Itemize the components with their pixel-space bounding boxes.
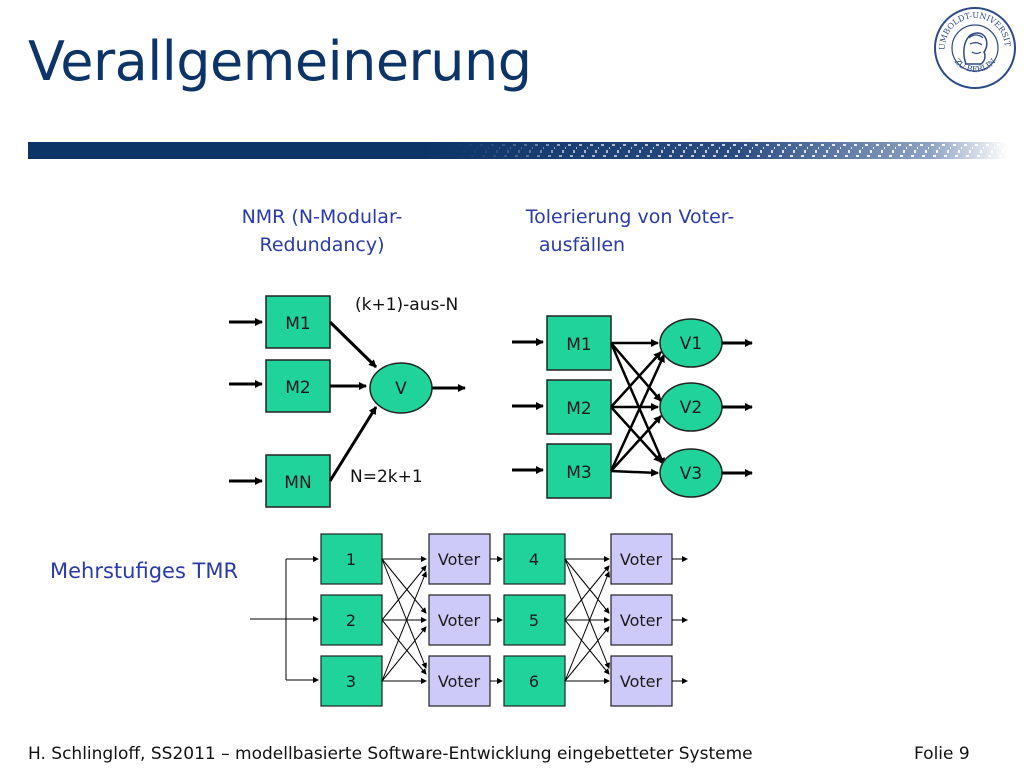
nmr-n-label: N=2k+1	[350, 467, 423, 487]
nmr-module-mn: MN	[265, 454, 331, 508]
tolerance-voter-v2: V2	[659, 382, 723, 432]
tmr-module-2-label: 2	[346, 611, 356, 630]
tmr-caption: Mehrstufiges TMR	[50, 559, 238, 583]
tmr-module-4-label: 4	[529, 550, 539, 569]
nmr-module-m1-label: M1	[285, 314, 310, 334]
tmr-voter-4: Voter	[610, 533, 673, 585]
tolerance-module-m2-label: M2	[566, 399, 591, 419]
nmr-module-m2-label: M2	[285, 378, 310, 398]
nmr-k-label: (k+1)-aus-N	[355, 295, 458, 315]
page-number: Folie 9	[914, 744, 970, 764]
tmr-voter-6: Voter	[610, 655, 673, 707]
tmr-voter-4-label: Voter	[620, 550, 663, 569]
nmr-module-mn-label: MN	[284, 473, 311, 493]
tmr-voter-5: Voter	[610, 594, 673, 646]
nmr-voter: V	[369, 362, 433, 414]
tmr-input-fanout	[250, 556, 319, 683]
tolerance-module-m3: M3	[546, 443, 612, 499]
tmr-voter-2-label: Voter	[438, 611, 481, 630]
tmr-module-5: 5	[503, 594, 566, 646]
tolerance-voter-v2-label: V2	[680, 398, 702, 418]
tmr-voter-5-label: Voter	[620, 611, 663, 630]
tolerance-input-arrows	[512, 338, 544, 474]
tmr-voter-6-label: Voter	[620, 672, 663, 691]
nmr-diagram: NMR (N-Modular- Redundancy) M1 M2 MN	[229, 206, 466, 508]
tmr-stage2-cross	[564, 556, 610, 684]
tmr-stage1-cross	[381, 556, 427, 684]
multistage-tmr-diagram: Mehrstufiges TMR 1 2 3	[50, 533, 688, 707]
nmr-voter-arrows	[328, 320, 466, 482]
tmr-module-1-label: 1	[346, 550, 356, 569]
tolerance-module-m1-label: M1	[566, 335, 591, 355]
tmr-voter-1: Voter	[428, 533, 491, 585]
nmr-module-m2: M2	[265, 359, 331, 413]
tmr-module-6: 6	[503, 655, 566, 707]
tolerance-voter-v3-label: V3	[680, 464, 702, 484]
tmr-voter-3: Voter	[428, 655, 491, 707]
tmr-voter-3-label: Voter	[438, 672, 481, 691]
tolerance-voter-v3: V3	[659, 448, 723, 498]
tmr-module-1: 1	[320, 533, 383, 585]
nmr-caption-line2: Redundancy)	[259, 234, 384, 256]
tolerance-voter-v1: V1	[659, 318, 723, 368]
tolerance-module-m2: M2	[546, 379, 612, 435]
nmr-voter-label: V	[395, 379, 407, 399]
nmr-input-arrows	[229, 318, 263, 485]
university-seal-logo: HUMBOLDT-UNIVERSITÄT ZU BERLIN	[933, 6, 1016, 89]
tmr-voter-2: Voter	[428, 594, 491, 646]
nmr-caption-line1: NMR (N-Modular-	[242, 206, 403, 228]
nmr-module-m1: M1	[265, 295, 331, 349]
voter-tolerance-diagram: Tolerierung von Voter- ausfällen M1 M2 M…	[512, 206, 753, 499]
tolerance-caption-line1: Tolerierung von Voter-	[525, 206, 734, 228]
tolerance-voter-v1-label: V1	[680, 334, 702, 354]
tmr-module-2: 2	[320, 594, 383, 646]
tmr-module-4: 4	[503, 533, 566, 585]
tolerance-cross-arrows	[609, 339, 666, 477]
tmr-voter-to-stage2-arrows	[490, 556, 503, 684]
tmr-voter-1-label: Voter	[438, 550, 481, 569]
slide-footer: H. Schlingloff, SS2011 – modellbasierte …	[28, 744, 753, 764]
tmr-module-3: 3	[320, 655, 383, 707]
tmr-module-6-label: 6	[529, 672, 539, 691]
title-divider	[28, 142, 1008, 159]
tolerance-output-arrows	[722, 339, 753, 477]
tolerance-module-m3-label: M3	[566, 463, 591, 483]
tmr-output-arrows	[672, 556, 688, 684]
tmr-module-3-label: 3	[346, 672, 356, 691]
tmr-module-5-label: 5	[529, 611, 539, 630]
slide-title: Verallgemeinerung	[28, 30, 532, 93]
tolerance-caption-line2: ausfällen	[539, 234, 625, 256]
tolerance-module-m1: M1	[546, 315, 612, 371]
